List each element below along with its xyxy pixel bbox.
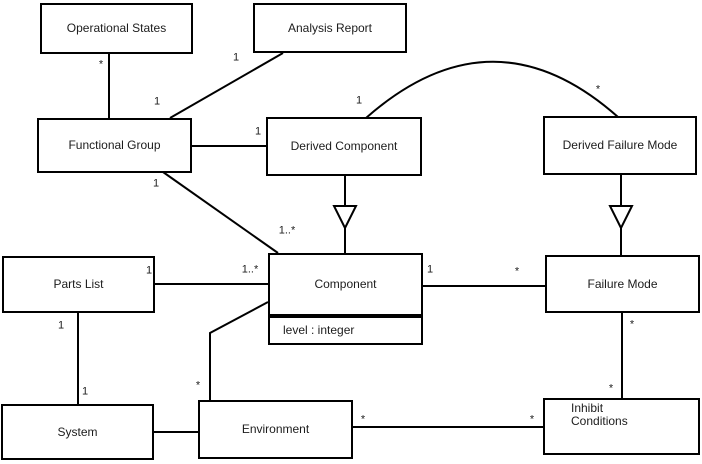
mult-fm-end-of-inhibit: *	[629, 318, 635, 331]
mult-inhibit-end-of-env: *	[529, 413, 535, 426]
mult-derivedcomp-end-of-fg: 1	[254, 125, 262, 138]
mult-component-end-of-pl: 1..*	[241, 263, 259, 276]
class-operational-states: Operational States	[40, 3, 193, 54]
class-inhibit-conditions: Inhibit Conditions	[543, 398, 700, 455]
mult-env-end-of-inhibit: *	[360, 413, 366, 426]
class-component: Component	[268, 253, 423, 316]
mult-opstates-end-many: *	[98, 58, 104, 71]
class-name: Operational States	[66, 21, 167, 35]
assoc-functional-group-component	[162, 171, 279, 254]
class-name: Component	[314, 277, 377, 291]
mult-fg-end-of-component: 1	[152, 177, 160, 190]
class-name: Functional Group	[68, 138, 161, 152]
assoc-derived-component-derived-failure-mode-arc	[365, 60, 619, 119]
mult-inhibit-end-of-fm: *	[608, 382, 614, 395]
mult-derivedcomp-end-of-arc: 1	[355, 94, 363, 107]
class-name: Failure Mode	[587, 276, 658, 291]
mult-component-end-of-fg: 1..*	[278, 224, 296, 237]
class-name: Inhibit Conditions	[571, 401, 628, 428]
class-failure-mode: Failure Mode	[545, 255, 700, 313]
class-parts-list: Parts List	[2, 256, 155, 313]
class-analysis-report: Analysis Report	[253, 3, 407, 53]
class-component-attributes: level : integer	[268, 316, 423, 345]
assoc-analysis-report-functional-group	[169, 52, 284, 119]
mult-analysis-end-one: 1	[232, 51, 240, 64]
mult-fg-end-of-analysis: 1	[153, 95, 161, 108]
class-derived-component: Derived Component	[266, 117, 422, 176]
mult-system-end-one: 1	[81, 385, 89, 398]
class-name: Analysis Report	[287, 20, 373, 35]
assoc-component-environment	[209, 301, 269, 400]
mult-failuremode-end-many: *	[514, 265, 520, 278]
mult-component-end-of-fm: 1	[426, 263, 434, 276]
mult-partslist-end-one: 1	[145, 264, 153, 277]
class-name: Derived Failure Mode	[562, 138, 678, 152]
class-derived-failure-mode: Derived Failure Mode	[543, 116, 697, 175]
generalization-triangle-icon	[608, 205, 634, 231]
mult-partslist-end-of-sys: 1	[57, 319, 65, 332]
attribute-label: level : integer	[283, 323, 355, 337]
class-environment: Environment	[198, 400, 353, 459]
generalization-triangle-icon	[332, 205, 358, 231]
mult-env-end-of-component: *	[195, 379, 201, 392]
class-system: System	[1, 404, 154, 460]
class-functional-group: Functional Group	[37, 118, 192, 173]
class-name: Derived Component	[290, 139, 398, 153]
mult-derivedfm-end-of-arc: *	[595, 83, 601, 96]
class-name: Parts List	[53, 277, 104, 291]
class-name: System	[57, 424, 98, 439]
class-name: Environment	[241, 422, 310, 436]
